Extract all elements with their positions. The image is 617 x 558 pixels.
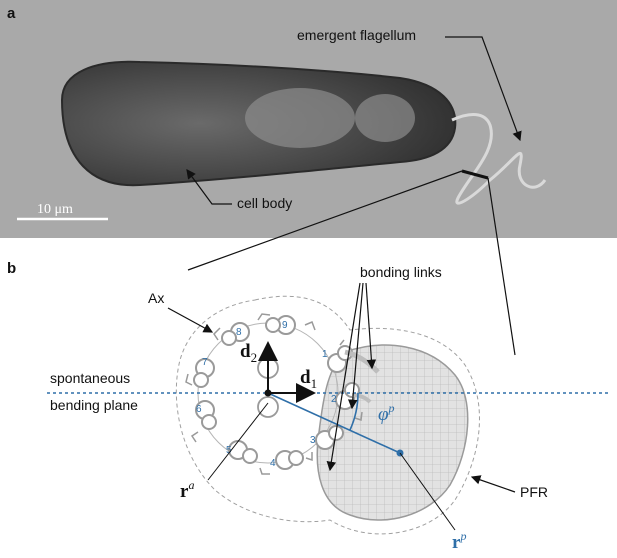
- doublet-8: 8: [221, 322, 250, 346]
- label-emergent-flagellum: emergent flagellum: [297, 27, 416, 43]
- flagellum-outline: [175, 295, 480, 535]
- doublet-4: 4: [270, 450, 304, 470]
- zoom-line-right: [487, 177, 516, 356]
- zoom-line-left: [187, 170, 463, 271]
- section-marker: [461, 169, 489, 180]
- doublet-3-label: 3: [310, 435, 316, 446]
- label-d2: d2: [240, 341, 257, 365]
- label-ra: ra: [180, 478, 194, 502]
- arrow-bonding-3: [365, 282, 377, 370]
- origin-point: [264, 389, 272, 397]
- cell-pocket-region: [355, 94, 415, 142]
- panel-a-letter: a: [7, 5, 16, 22]
- arrow-cell-body: [186, 169, 232, 205]
- arrow-pfr: [470, 475, 516, 493]
- label-cell-body: cell body: [237, 195, 292, 211]
- arrow-flagellum: [445, 36, 522, 142]
- flagellum-shape: [451, 113, 547, 205]
- doublet-1-label: 1: [322, 349, 328, 360]
- doublet-9-label: 9: [282, 320, 288, 331]
- label-pfr: PFR: [520, 484, 548, 500]
- arrow-bonding-1: [326, 282, 361, 472]
- label-spontaneous: spontaneous: [50, 370, 130, 386]
- doublet-6-label: 6: [196, 404, 202, 415]
- central-pair-bottom: [257, 396, 279, 418]
- rp-leader: [399, 452, 456, 531]
- doublet-9: 9: [265, 315, 296, 335]
- doublet-5: 5: [226, 440, 258, 464]
- bonding-link-2: [351, 393, 372, 404]
- label-phi: φp: [378, 401, 395, 425]
- doublet-7-label: 7: [202, 357, 208, 368]
- doublet-4-label: 4: [270, 458, 276, 469]
- doublet-5-label: 5: [226, 445, 232, 456]
- label-rp: rp: [452, 529, 466, 553]
- doublet-6: 6: [195, 400, 217, 430]
- label-d1: d1: [300, 367, 317, 391]
- doublet-2-label: 2: [331, 394, 337, 405]
- label-bending-plane: bending plane: [50, 397, 138, 413]
- arrow-ax: [167, 307, 214, 333]
- cell-nucleus-region: [245, 88, 355, 148]
- panel-b-letter: b: [7, 260, 16, 277]
- dynein-arms: [185, 313, 363, 475]
- rp-vector-line: [267, 392, 401, 454]
- doublet-7: 7: [193, 357, 215, 388]
- ra-leader: [207, 402, 269, 481]
- doublet-8-label: 8: [236, 327, 242, 338]
- phi-arc: [349, 392, 359, 431]
- label-ax: Ax: [148, 290, 164, 306]
- label-bonding-links: bonding links: [360, 264, 442, 280]
- scale-bar-label: 10 μm: [37, 202, 73, 217]
- arrow-bonding-2: [347, 282, 364, 410]
